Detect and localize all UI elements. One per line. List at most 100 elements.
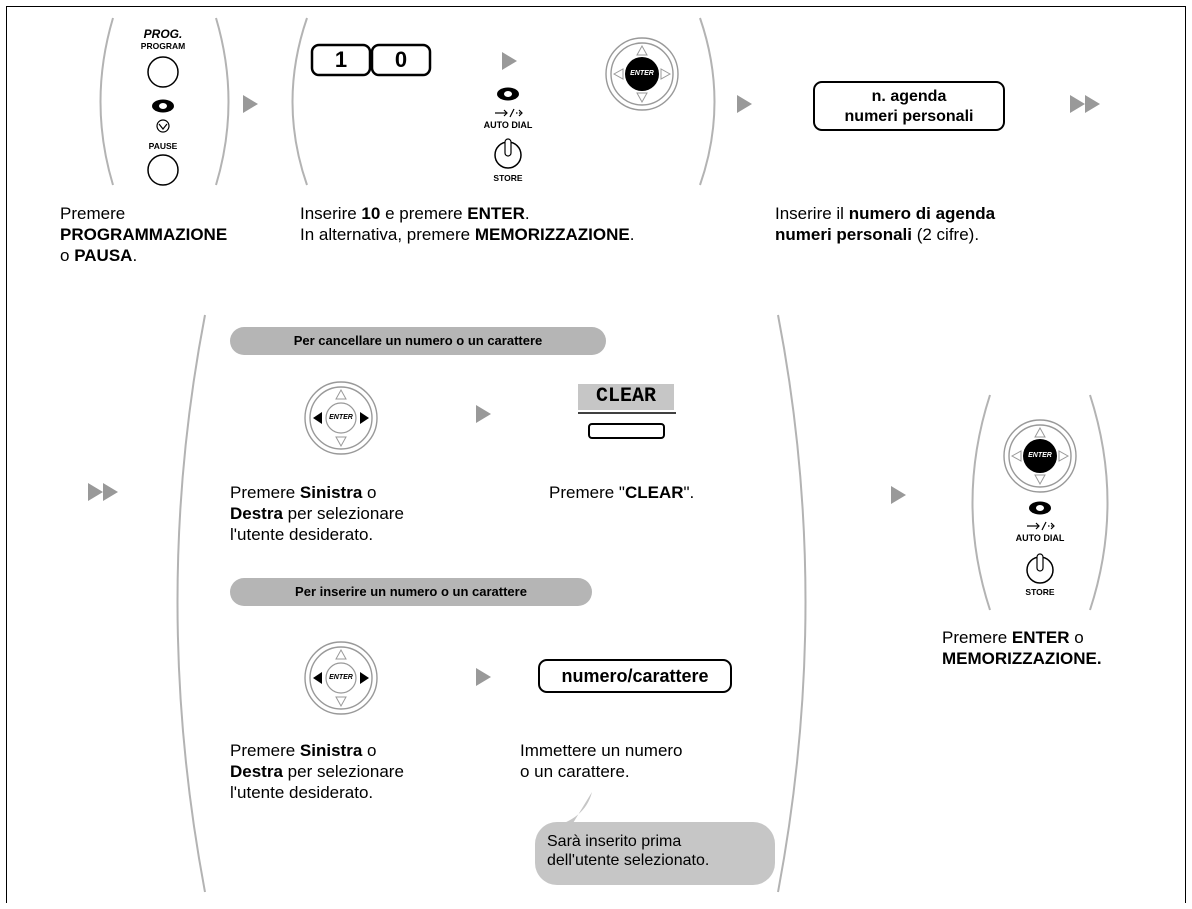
key-0-button[interactable]: [370, 43, 432, 77]
step1-pause: PAUSA: [74, 246, 133, 265]
step2-mid: e premere: [385, 204, 463, 223]
program-button[interactable]: [147, 56, 179, 88]
left-right-navpad[interactable]: [304, 641, 378, 715]
step1-program: PROGRAMMAZIONE: [60, 225, 228, 244]
step2-alt: In alternativa, premere: [300, 225, 471, 244]
bracket-group-5: [971, 394, 1109, 611]
left-right-navpad[interactable]: [304, 381, 378, 455]
delete-header: Per cancellare un numero o un carattere: [230, 327, 606, 355]
step2-instruction: Inserire 10 e premere ENTER. In alternat…: [300, 203, 740, 245]
auto-dial-symbol-icon: [1027, 521, 1055, 531]
step5-enter: ENTER: [1011, 628, 1070, 647]
step2-ten: 10: [361, 204, 381, 223]
speaker-icon: [497, 87, 519, 101]
box-line-1: n. agenda: [871, 88, 947, 105]
step3-b1: numero di agenda: [848, 204, 996, 223]
step5-mid: o: [1074, 628, 1084, 647]
step2-store: MEMORIZZAZIONE: [474, 225, 630, 244]
pause-symbol-icon: [156, 119, 170, 133]
nav-left: Sinistra: [299, 483, 363, 502]
box-line-2: numeri personali: [844, 108, 974, 125]
nav-right: Destra: [230, 762, 283, 781]
step3-pre: Inserire il: [775, 204, 844, 223]
nav-pre: Premere: [230, 483, 296, 502]
step1-mid: o: [60, 246, 70, 265]
key-1-label: 1: [334, 47, 348, 72]
nav-right: Destra: [230, 504, 283, 523]
arrow-right-icon: [502, 52, 517, 70]
input-instruction: Immettere un numero o un carattere.: [520, 740, 760, 782]
personal-speed-dial-number-box: n. agenda numeri personali: [813, 81, 1005, 131]
bubble-line2: dell'utente selezionato.: [547, 852, 710, 869]
step5-pre: Premere: [942, 628, 1008, 647]
enter-key-label: ENTER: [630, 70, 654, 77]
bracket-group-1: [99, 17, 230, 186]
double-arrow-right-icon: [88, 483, 118, 501]
prog-label: PROG.: [143, 27, 183, 41]
arrow-right-icon: [737, 95, 752, 113]
pause-label: PAUSE: [148, 141, 178, 151]
step2-post2: .: [629, 225, 635, 244]
bubble-tail: [548, 792, 592, 828]
input-line2: o un carattere.: [520, 762, 630, 781]
step2-post: .: [524, 204, 530, 223]
nav-mid: o: [367, 483, 377, 502]
step5-instruction: Premere ENTER o MEMORIZZAZIONE.: [942, 627, 1172, 669]
auto-dial-label: AUTO DIAL: [483, 120, 533, 130]
clear-instruction: Premere "CLEAR".: [549, 482, 769, 503]
step1-instruction: Premere PROGRAMMAZIONE o PAUSA.: [60, 203, 290, 266]
enter-key-label: ENTER: [1028, 452, 1052, 459]
auto-dial-symbol-icon: [495, 108, 523, 118]
arrow-right-icon: [891, 486, 906, 504]
store-button[interactable]: [494, 138, 522, 169]
bracket-group-2: [291, 17, 716, 186]
auto-dial-label: AUTO DIAL: [1015, 533, 1065, 543]
step2-pre: Inserire: [300, 204, 357, 223]
arrow-right-icon: [243, 95, 258, 113]
enter-label: ENTER: [329, 414, 353, 421]
key-0-label: 0: [394, 47, 408, 72]
enter-label: ENTER: [329, 674, 353, 681]
enter-navpad[interactable]: [605, 37, 679, 111]
key-1-button[interactable]: [310, 43, 372, 77]
arrow-right-icon: [476, 668, 491, 686]
step3-post: (2 cifre).: [916, 225, 980, 244]
nav-left: Sinistra: [299, 741, 363, 760]
insert-header: Per inserire un numero o un carattere: [230, 578, 592, 606]
bubble-line1: Sarà inserito prima: [547, 833, 682, 850]
speaker-icon: [152, 99, 174, 113]
input-line1: Immettere un numero: [520, 741, 683, 760]
clear-bold: CLEAR: [624, 483, 684, 502]
number-character-box: numero/carattere: [538, 659, 732, 693]
arrow-right-icon: [476, 405, 491, 423]
nav-instruction-1: Premere Sinistra o Destra per selezionar…: [230, 482, 470, 545]
bracket-group-4: [176, 314, 807, 893]
clear-pre: Premere ": [549, 483, 625, 502]
clear-post: ".: [683, 483, 695, 502]
diagram-frame: [6, 6, 1186, 903]
store-label: STORE: [1025, 587, 1055, 597]
enter-navpad[interactable]: [1003, 419, 1077, 493]
nav-line3: l'utente desiderato.: [230, 525, 374, 544]
nav-pre: Premere: [230, 741, 296, 760]
clear-label: CLEAR: [595, 385, 656, 408]
step1-post: .: [132, 246, 138, 265]
speaker-icon: [1029, 501, 1051, 515]
store-button[interactable]: [1026, 553, 1054, 584]
step2-enter: ENTER: [467, 204, 525, 223]
nav-post: per selezionare: [287, 504, 404, 523]
step1-pre: Premere: [60, 204, 126, 223]
nav-line3: l'utente desiderato.: [230, 783, 374, 802]
nav-mid: o: [367, 741, 377, 760]
pause-button[interactable]: [147, 154, 179, 186]
program-label: PROGRAM: [140, 41, 186, 51]
step3-b2: numeri personali: [775, 225, 912, 244]
clear-soft-key[interactable]: [578, 384, 676, 439]
nav-instruction-2: Premere Sinistra o Destra per selezionar…: [230, 740, 470, 803]
nav-post: per selezionare: [287, 762, 404, 781]
step5-store: MEMORIZZAZIONE.: [942, 649, 1102, 668]
double-arrow-right-icon: [1070, 95, 1100, 113]
store-label: STORE: [493, 173, 523, 183]
step3-instruction: Inserire il numero di agenda numeri pers…: [775, 203, 1105, 245]
